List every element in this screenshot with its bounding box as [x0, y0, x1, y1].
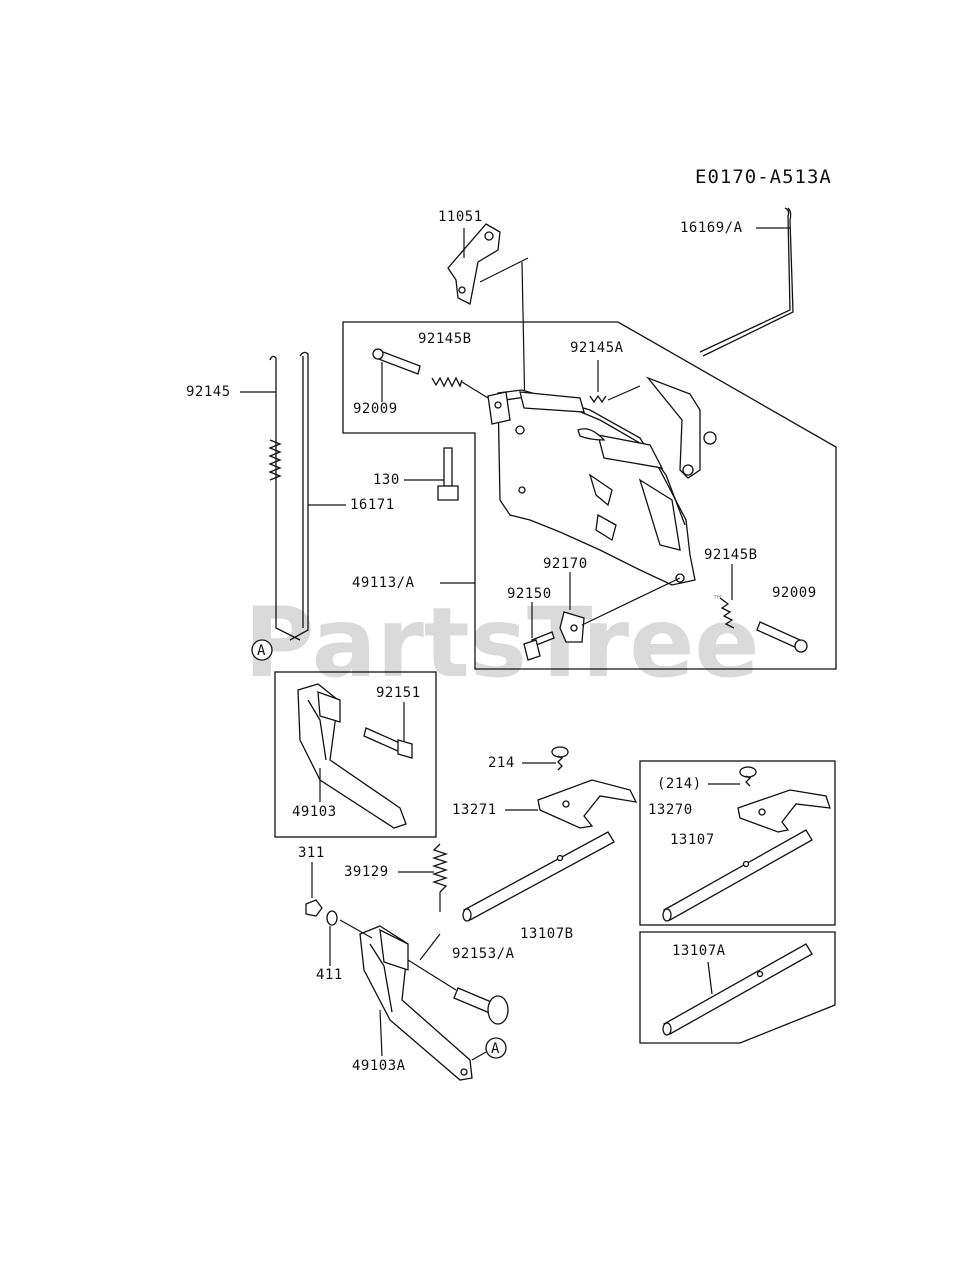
callout-92145A[interactable]: 92145A: [570, 340, 624, 356]
screw-214-alt: [739, 766, 757, 787]
callout-214[interactable]: 214: [488, 755, 515, 771]
callout-11051[interactable]: 11051: [438, 209, 483, 225]
bracket-11051: [447, 223, 501, 305]
callout-92145[interactable]: 92145: [186, 384, 231, 400]
leader-92153A: [419, 933, 441, 961]
callout-49113A[interactable]: 49113/A: [352, 575, 415, 591]
callout-411[interactable]: 411: [316, 967, 343, 983]
callout-13270[interactable]: 13270: [648, 802, 693, 818]
callout-13107A[interactable]: 13107A: [672, 943, 726, 959]
callout-16171[interactable]: 16171: [350, 497, 395, 513]
leader-49103A: [379, 1009, 383, 1057]
callout-92145B-bottom[interactable]: 92145B: [704, 547, 758, 563]
callout-16169A[interactable]: 16169/A: [680, 220, 743, 236]
diagram-code: E0170-A513A: [695, 166, 832, 188]
rod-16169A: [699, 207, 794, 357]
callout-39129[interactable]: 39129: [344, 864, 389, 880]
shaft-13107A: [662, 943, 813, 1036]
ref-marker-A-left: [251, 639, 273, 661]
bolt-92153A: [453, 987, 509, 1025]
callout-49103A[interactable]: 49103A: [352, 1058, 406, 1074]
leader-13107A: [707, 961, 713, 995]
callout-311[interactable]: 311: [298, 845, 325, 861]
spring-92145B-bottom: [719, 597, 735, 629]
leader-bolt-to-lever: [407, 959, 457, 991]
assembly-boundary-49113: [342, 321, 837, 670]
bolt-92009-bottom: [756, 621, 808, 653]
callout-92153A[interactable]: 92153/A: [452, 946, 515, 962]
leader-washer-to-lever: [339, 919, 373, 939]
bolt-92151: [363, 727, 413, 759]
shaft-13107: [662, 829, 813, 922]
shaft-13107B: [462, 831, 615, 922]
ref-marker-A-right: [485, 1037, 507, 1059]
ref-A-right-label: A: [491, 1041, 500, 1057]
watermark: PartsTree: [244, 587, 759, 699]
plate-13271: [537, 779, 638, 829]
leader-ref-A: [471, 1051, 487, 1061]
clip-92170: [559, 611, 585, 643]
callout-92145B-top[interactable]: 92145B: [418, 331, 472, 347]
washer-411: [326, 910, 338, 926]
callout-92151[interactable]: 92151: [376, 685, 421, 701]
box-13270: [639, 760, 836, 926]
spring-92145B-top: [431, 376, 489, 399]
leader-clip-to-plate: [581, 577, 681, 626]
nut-311: [305, 899, 323, 917]
callout-92170[interactable]: 92170: [543, 556, 588, 572]
plate-13270: [737, 789, 831, 833]
screw-214: [551, 746, 569, 771]
callout-13271[interactable]: 13271: [452, 802, 497, 818]
callout-13107B[interactable]: 13107B: [520, 926, 574, 942]
callout-214-paren[interactable]: (214): [657, 776, 702, 792]
leader-11051-a: [479, 257, 529, 283]
callout-130[interactable]: 130: [373, 472, 400, 488]
box-13107A: [639, 931, 836, 1044]
control-plate-49113: [487, 376, 717, 586]
callout-92009-bottom[interactable]: 92009: [772, 585, 817, 601]
lever-49103: [297, 683, 407, 829]
spring-39129: [431, 843, 449, 912]
bolt-130: [437, 447, 459, 501]
callout-92009-top[interactable]: 92009: [353, 401, 398, 417]
spring-rod-92145: [268, 355, 301, 641]
spring-92145A: [589, 385, 641, 404]
box-49103: [274, 671, 437, 838]
rod-16171: [289, 351, 309, 641]
bolt-92009-top: [372, 348, 421, 375]
bolt-92150: [523, 631, 555, 661]
callout-49103[interactable]: 49103: [292, 804, 337, 820]
callout-92150[interactable]: 92150: [507, 586, 552, 602]
ref-A-left-label: A: [257, 643, 266, 659]
lever-49103A: [359, 925, 473, 1081]
callout-13107[interactable]: 13107: [670, 832, 715, 848]
watermark-trademark: ™: [712, 593, 724, 607]
